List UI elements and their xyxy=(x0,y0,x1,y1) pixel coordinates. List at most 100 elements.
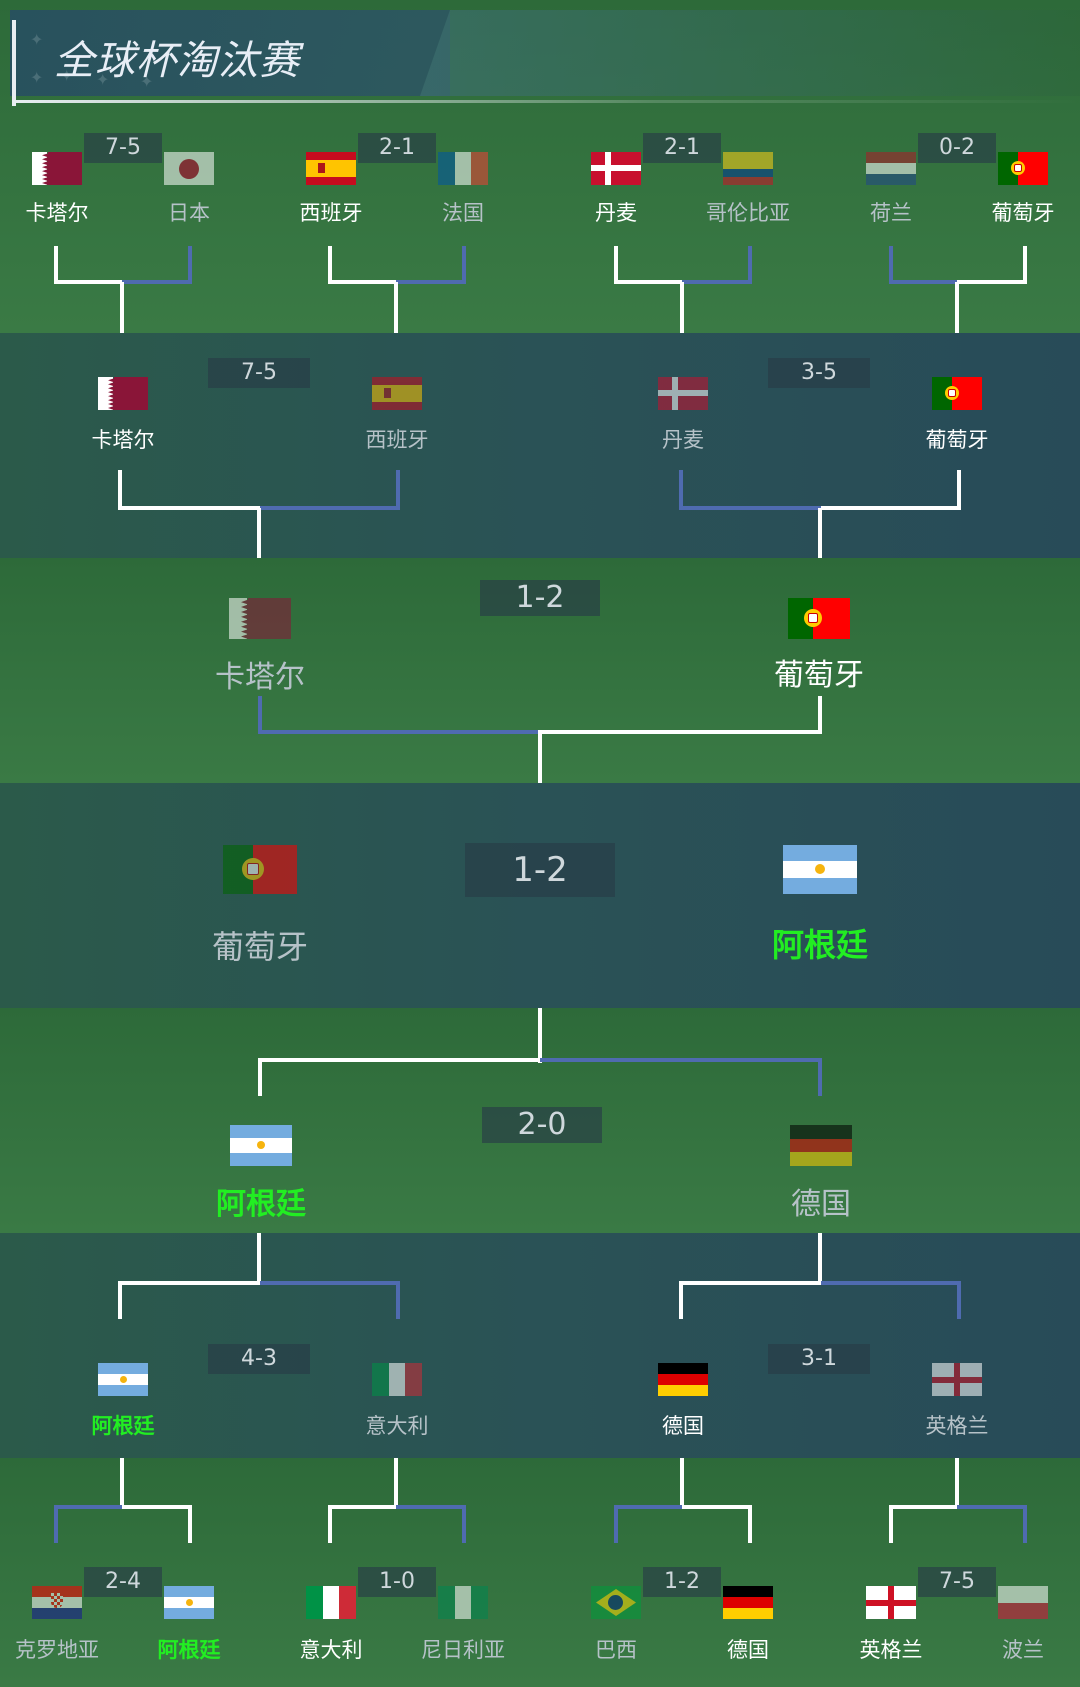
flag-qatar-icon xyxy=(229,598,291,639)
team-name-winner: 葡萄牙 xyxy=(925,428,989,452)
match-score: 0-2 xyxy=(918,133,996,163)
bracket-line xyxy=(328,246,332,284)
bracket-line xyxy=(118,506,260,510)
team-name-loser: 波兰 xyxy=(1002,1638,1044,1662)
flag-portugal-icon xyxy=(932,377,982,410)
bracket-line xyxy=(540,1058,822,1062)
match-score: 2-0 xyxy=(482,1107,602,1143)
team-name-loser: 日本 xyxy=(168,201,210,225)
bracket-line xyxy=(614,280,682,284)
flag-denmark-icon xyxy=(658,377,708,410)
bracket-line xyxy=(257,1233,261,1285)
page-title: 全球杯淘汰赛 xyxy=(54,38,300,84)
team-name-champion: 阿根廷 xyxy=(771,926,868,964)
match-score: 7-5 xyxy=(84,133,162,163)
team-name-winner: 意大利 xyxy=(299,1638,363,1662)
flag-germany-icon xyxy=(723,1586,773,1619)
flag-spain-icon xyxy=(306,152,356,185)
bracket-line xyxy=(122,1505,192,1509)
bracket-line xyxy=(748,246,752,284)
team-name-loser: 丹麦 xyxy=(662,428,704,452)
bracket-line xyxy=(957,280,1027,284)
bracket-line xyxy=(889,1505,893,1543)
bracket-line xyxy=(818,1233,822,1285)
bracket-line xyxy=(538,730,822,734)
bracket-line xyxy=(679,1281,821,1285)
sparkle-icon: ✦ xyxy=(30,30,44,49)
team-name-loser: 巴西 xyxy=(595,1638,637,1662)
bracket-line xyxy=(122,280,192,284)
team-name-loser: 尼日利亚 xyxy=(421,1638,505,1662)
flag-germany-icon xyxy=(658,1363,708,1396)
bracket-line xyxy=(679,506,821,510)
bracket-line xyxy=(682,1505,752,1509)
final-score: 1-2 xyxy=(465,843,615,897)
team-name-winner: 葡萄牙 xyxy=(774,658,864,693)
team-name-winner: 葡萄牙 xyxy=(991,201,1055,225)
bracket-line xyxy=(258,730,540,734)
band-quarterfinal-bottom xyxy=(0,1233,1080,1458)
bracket-line xyxy=(679,470,683,510)
flag-england-icon xyxy=(932,1363,982,1396)
flag-portugal-icon xyxy=(223,845,297,894)
bracket-line xyxy=(889,1505,957,1509)
team-name-loser: 英格兰 xyxy=(925,1414,989,1438)
bracket-line xyxy=(396,470,400,510)
bracket-line xyxy=(1023,1505,1027,1543)
bracket-line xyxy=(748,1505,752,1543)
bracket-line xyxy=(54,1505,122,1509)
bracket-line xyxy=(258,696,262,734)
bracket-line xyxy=(955,282,959,333)
bracket-line xyxy=(394,1458,398,1509)
team-name-loser: 法国 xyxy=(442,201,484,225)
flag-qatar-icon xyxy=(32,152,82,185)
match-score: 2-1 xyxy=(643,133,721,163)
flag-denmark-icon xyxy=(591,152,641,185)
bracket-line xyxy=(679,1281,683,1319)
flag-japan-icon xyxy=(164,152,214,185)
title-background-fade xyxy=(420,10,1080,96)
title-bar: ✦ ✦ ✦ ✦ ✦ 全球杯淘汰赛 xyxy=(10,10,1080,106)
bracket-line xyxy=(328,1505,396,1509)
team-name-runner-up: 葡萄牙 xyxy=(211,928,308,966)
title-background xyxy=(10,10,450,96)
flag-nigeria-icon xyxy=(438,1586,488,1619)
team-name-loser: 卡塔尔 xyxy=(215,660,305,695)
flag-poland-icon xyxy=(998,1586,1048,1619)
match-score: 1-0 xyxy=(358,1567,436,1597)
bracket-line xyxy=(462,1505,466,1543)
bracket-line xyxy=(120,282,124,333)
team-name-winner: 德国 xyxy=(662,1414,704,1438)
bracket-line xyxy=(614,1505,618,1543)
team-name-winner: 阿根廷 xyxy=(216,1187,306,1222)
flag-italy-icon xyxy=(372,1363,422,1396)
team-name-winner: 丹麦 xyxy=(595,201,637,225)
team-name-loser: 克罗地亚 xyxy=(15,1638,99,1662)
bracket-line xyxy=(889,280,957,284)
team-name-loser: 哥伦比亚 xyxy=(706,201,790,225)
sparkle-icon: ✦ xyxy=(60,66,74,85)
bracket-line xyxy=(328,280,396,284)
bracket-line xyxy=(258,1058,542,1062)
flag-spain-icon xyxy=(372,377,422,410)
flag-portugal-icon xyxy=(788,598,850,639)
bracket-line xyxy=(821,506,961,510)
team-name-loser: 西班牙 xyxy=(365,428,429,452)
match-score: 2-4 xyxy=(84,1567,162,1597)
bracket-line xyxy=(120,1458,124,1509)
match-score: 1-2 xyxy=(643,1567,721,1597)
bracket-line xyxy=(957,1505,1027,1509)
flag-argentina-icon xyxy=(230,1125,292,1166)
bracket-line xyxy=(188,1505,192,1543)
bracket-line xyxy=(957,470,961,510)
flag-italy-icon xyxy=(306,1586,356,1619)
flag-germany-icon xyxy=(790,1125,852,1166)
match-score: 4-3 xyxy=(208,1344,310,1374)
bracket-line xyxy=(54,280,122,284)
flag-argentina-icon xyxy=(98,1363,148,1396)
match-score: 7-5 xyxy=(918,1567,996,1597)
team-name-loser: 德国 xyxy=(791,1187,851,1222)
flag-argentina-icon xyxy=(783,845,857,894)
sparkle-icon: ✦ xyxy=(140,72,154,91)
